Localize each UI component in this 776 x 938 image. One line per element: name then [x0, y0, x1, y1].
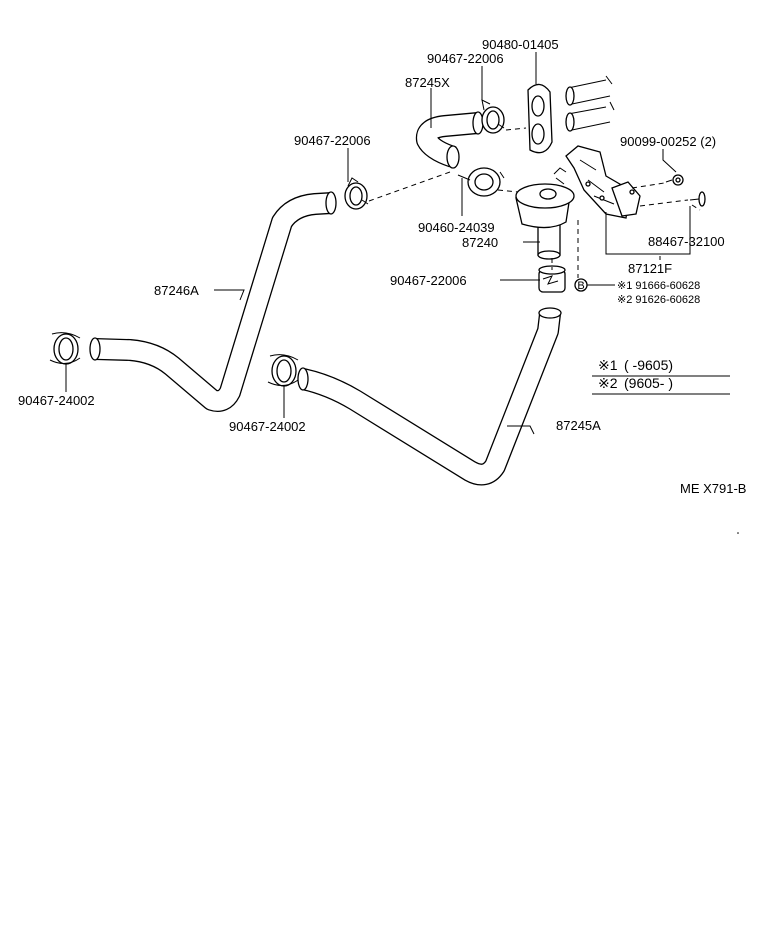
legend-row2-range: (9605- ) — [624, 375, 673, 391]
label-90467-24002-left: 90467-24002 — [18, 393, 95, 408]
legend-row2-mark: ※2 — [598, 375, 618, 391]
label-90467-24002-center: 90467-24002 — [229, 419, 306, 434]
legend-row1-range: ( -9605) — [624, 357, 673, 373]
label-90467-22006-top: 90467-22006 — [427, 51, 504, 66]
clamp-top — [481, 99, 505, 134]
hose-87245x — [415, 111, 484, 169]
engine-pipes — [565, 75, 615, 132]
nut-marker: B — [574, 278, 588, 292]
hose-87245a — [297, 307, 562, 486]
valve-87240 — [515, 167, 575, 260]
date-legend: ※1 ( -9605) ※2 (9605- ) — [592, 357, 730, 395]
leader-lines — [65, 52, 691, 435]
label-90480-01405: 90480-01405 — [482, 37, 559, 52]
stray-dot — [737, 532, 739, 534]
label-87246a: 87246A — [154, 283, 199, 298]
label-90099-00252: 90099-00252 (2) — [620, 134, 716, 149]
bracket-88467-32100 — [565, 145, 641, 219]
label-91626-60628: ※2 91626-60628 — [617, 294, 700, 306]
label-87240: 87240 — [462, 235, 498, 250]
label-90467-22006-left: 90467-22006 — [294, 133, 371, 148]
clamp-left-upper — [344, 177, 369, 210]
label-88467-32100: 88467-32100 — [648, 234, 725, 249]
legend-row1-mark: ※1 — [598, 357, 618, 373]
label-90460-24039: 90460-24039 — [418, 220, 495, 235]
clamp-mid — [457, 167, 505, 197]
label-91666-60628: ※1 91666-60628 — [617, 280, 700, 292]
clamp-center — [267, 354, 299, 387]
nut-marker-symbol: B — [577, 280, 584, 292]
bolt-90099-00252 — [665, 174, 684, 186]
label-90467-22006-lower: 90467-22006 — [390, 273, 467, 288]
gasket-90480-01405 — [527, 83, 553, 154]
label-87245x: 87245X — [405, 75, 450, 90]
stud-87121f — [689, 191, 706, 207]
diagram-code: ME X791-B — [680, 481, 746, 496]
clamp-far-left — [49, 332, 81, 365]
hose-87246a — [89, 191, 337, 412]
label-87121f: 87121F — [628, 261, 672, 276]
label-87245a: 87245A — [556, 418, 601, 433]
